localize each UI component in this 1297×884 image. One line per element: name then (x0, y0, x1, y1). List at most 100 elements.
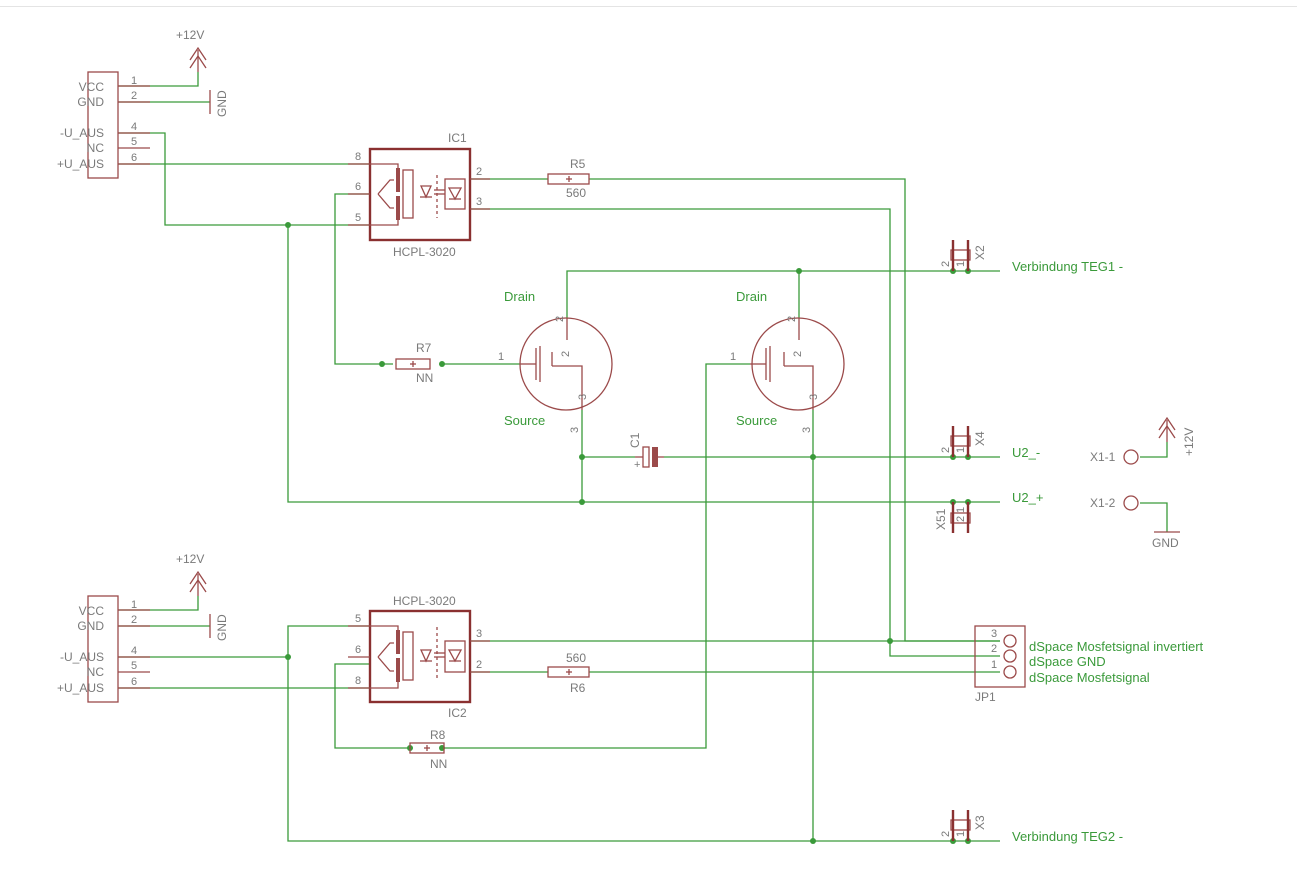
svg-text:X3: X3 (973, 815, 987, 830)
svg-text:1: 1 (955, 507, 967, 513)
svg-text:X1-1: X1-1 (1090, 450, 1116, 464)
svg-text:2: 2 (560, 351, 572, 357)
svg-text:X4: X4 (973, 431, 987, 446)
top-border (0, 6, 1297, 7)
svg-text:3: 3 (569, 427, 581, 433)
jumper-x51: 2 1 X51 (934, 502, 971, 533)
svg-text:-U_AUS: -U_AUS (60, 650, 104, 664)
svg-text:GND: GND (77, 619, 104, 633)
svg-text:NN: NN (416, 371, 433, 385)
svg-text:Verbindung TEG1 -: Verbindung TEG1 - (1012, 259, 1123, 274)
connector-upper: VCC GND -U_AUS NC +U_AUS 1 2 4 5 6 (57, 71, 150, 179)
svg-text:5: 5 (131, 136, 137, 148)
svg-text:6: 6 (131, 676, 137, 688)
supply-12v-right: +12V (1158, 416, 1196, 456)
svg-text:2: 2 (991, 643, 997, 655)
svg-text:3: 3 (808, 394, 820, 400)
svg-text:1: 1 (991, 659, 997, 671)
svg-text:Verbindung TEG2 -: Verbindung TEG2 - (1012, 829, 1123, 844)
svg-text:2: 2 (940, 831, 952, 837)
ground-right: GND (1152, 531, 1180, 550)
svg-text:4: 4 (131, 645, 137, 657)
svg-text:8: 8 (355, 151, 361, 163)
supply-12v-lower: +12V (176, 552, 207, 596)
svg-text:1: 1 (498, 351, 504, 363)
mosfet-left: Drain Source 1 2 2 3 3 (498, 289, 613, 433)
net-labels: Verbindung TEG1 - U2_- U2_+ Verbindung T… (1012, 259, 1123, 844)
svg-text:GND: GND (77, 95, 104, 109)
svg-text:2: 2 (940, 261, 952, 267)
svg-text:1: 1 (955, 831, 967, 837)
resistor-r6: 560 R6 (547, 651, 590, 695)
svg-text:HCPL-3020: HCPL-3020 (393, 594, 456, 608)
svg-text:dSpace Mosfetsignal invertiert: dSpace Mosfetsignal invertiert (1029, 639, 1204, 654)
svg-text:1: 1 (955, 447, 967, 453)
svg-text:NC: NC (87, 141, 105, 155)
svg-text:Drain: Drain (504, 289, 535, 304)
ground-lower: GND (209, 614, 229, 641)
mosfet-right: Drain Source 1 2 2 3 3 (730, 289, 845, 433)
svg-text:5: 5 (355, 212, 361, 224)
ic1-optocoupler: IC1 HCPL-3020 8 6 5 2 3 (348, 131, 490, 259)
svg-text:R8: R8 (430, 728, 446, 742)
svg-text:+U_AUS: +U_AUS (57, 681, 104, 695)
svg-text:U2_-: U2_- (1012, 445, 1040, 460)
svg-text:2: 2 (476, 659, 482, 671)
jumper-x4: 2 1 X4 (940, 426, 987, 457)
svg-text:R6: R6 (570, 681, 586, 695)
svg-text:2: 2 (792, 351, 804, 357)
svg-text:Drain: Drain (736, 289, 767, 304)
svg-text:+12V: +12V (1182, 428, 1196, 456)
svg-text:-U_AUS: -U_AUS (60, 126, 104, 140)
svg-text:3: 3 (991, 628, 997, 640)
wires (118, 72, 1168, 842)
svg-text:dSpace Mosfetsignal: dSpace Mosfetsignal (1029, 670, 1150, 685)
svg-text:3: 3 (801, 427, 813, 433)
svg-text:R7: R7 (416, 341, 432, 355)
svg-text:+: + (634, 459, 640, 471)
svg-text:1: 1 (131, 75, 137, 87)
svg-text:3: 3 (577, 394, 589, 400)
svg-text:6: 6 (131, 152, 137, 164)
svg-text:C1: C1 (628, 432, 642, 448)
svg-text:X51: X51 (934, 508, 948, 530)
header-jp1: 3 2 1 JP1 dSpace Mosfetsignal invertiert… (974, 625, 1204, 704)
svg-text:2: 2 (476, 166, 482, 178)
svg-text:2: 2 (786, 316, 798, 322)
svg-text:+12V: +12V (176, 28, 204, 42)
svg-text:GND: GND (215, 614, 229, 641)
svg-text:+U_AUS: +U_AUS (57, 157, 104, 171)
svg-text:VCC: VCC (79, 604, 105, 618)
resistor-r7: R7 NN (395, 341, 433, 385)
ic2-optocoupler: HCPL-3020 IC2 5 6 8 3 2 (348, 594, 490, 720)
jumper-x2: 2 1 X2 (940, 240, 987, 271)
ground-upper: GND (209, 90, 229, 117)
svg-text:2: 2 (131, 90, 137, 102)
svg-text:3: 3 (476, 628, 482, 640)
svg-text:6: 6 (355, 644, 361, 656)
svg-text:Source: Source (504, 413, 545, 428)
svg-text:2: 2 (940, 447, 952, 453)
svg-text:GND: GND (215, 90, 229, 117)
terminal-x1-1: X1-1 (1090, 449, 1139, 465)
svg-text:NN: NN (430, 757, 447, 771)
svg-text:2: 2 (554, 316, 566, 322)
svg-text:X2: X2 (973, 245, 987, 260)
svg-text:VCC: VCC (79, 80, 105, 94)
svg-text:2: 2 (131, 614, 137, 626)
svg-text:X1-2: X1-2 (1090, 496, 1116, 510)
svg-text:8: 8 (355, 675, 361, 687)
svg-text:+12V: +12V (176, 552, 204, 566)
svg-text:4: 4 (131, 121, 137, 133)
svg-text:1: 1 (955, 261, 967, 267)
jumper-x3: 2 1 X3 (940, 810, 987, 841)
svg-text:5: 5 (131, 660, 137, 672)
terminal-x1-2: X1-2 (1090, 495, 1139, 511)
svg-text:IC2: IC2 (448, 706, 467, 720)
supply-12v-upper: +12V (176, 28, 207, 72)
resistor-r8: R8 NN (409, 728, 447, 771)
svg-text:dSpace GND: dSpace GND (1029, 654, 1106, 669)
svg-text:2: 2 (955, 516, 967, 522)
svg-text:NC: NC (87, 665, 105, 679)
svg-text:560: 560 (566, 186, 586, 200)
